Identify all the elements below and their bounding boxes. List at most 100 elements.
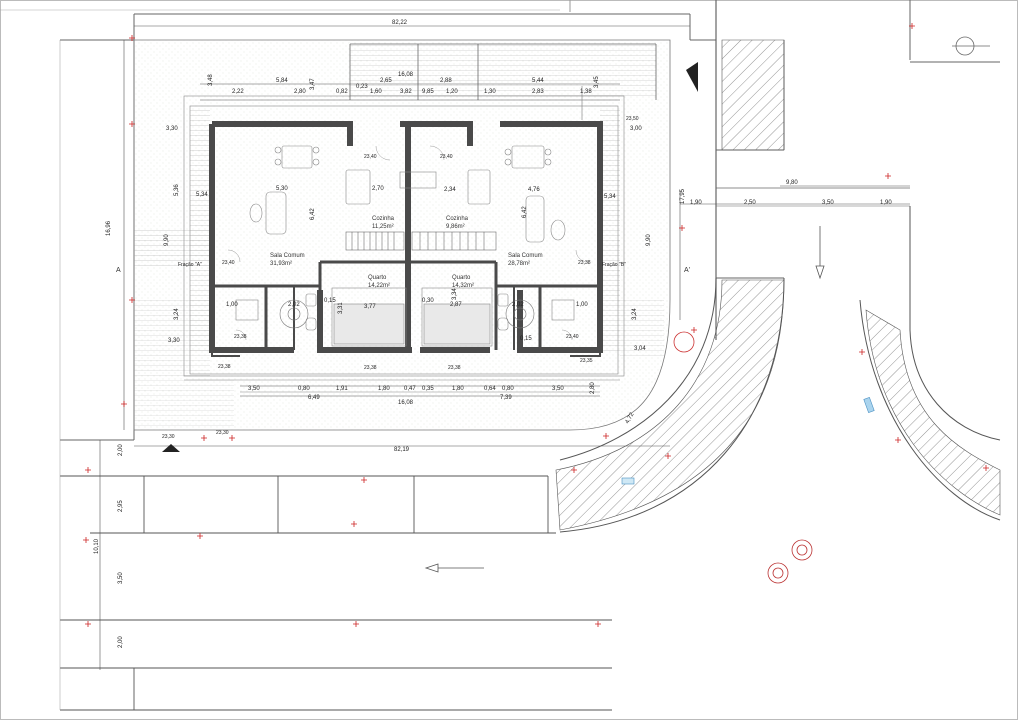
- level-9: 23,40: [364, 154, 377, 160]
- dim-t10: 5,44: [532, 78, 544, 84]
- dim-r1: 1,90: [690, 200, 702, 206]
- dim-i15: 0,15: [520, 336, 532, 342]
- dim-lv2: 2,95: [118, 500, 124, 512]
- survey-point-mark: [121, 401, 127, 407]
- level-7: 23,38: [364, 365, 377, 371]
- dim-i5: 3,77: [364, 304, 376, 310]
- dim-v7: 5,34: [196, 192, 208, 198]
- survey-point-mark: [129, 297, 135, 303]
- dim-t7: 9,85: [422, 89, 434, 95]
- survey-point-mark: [885, 173, 891, 179]
- direction-arrows: [424, 226, 825, 573]
- survey-points: [83, 23, 989, 627]
- parking-left: [134, 380, 234, 430]
- dim-lv5: 2,00: [118, 636, 124, 648]
- room-name-quarto-a: Quarto: [368, 275, 387, 281]
- dim-r3: 3,50: [822, 200, 834, 206]
- survey-point-mark: [129, 121, 135, 127]
- dim-v16: 3,04: [634, 346, 646, 352]
- level-11: 23,38: [234, 334, 247, 340]
- door-swings: [227, 145, 589, 341]
- level-13: 23,50: [626, 116, 639, 122]
- dim-i4: 4,76: [528, 187, 540, 193]
- dim-b1: 3,50: [248, 386, 260, 392]
- dim-v11: 9,90: [164, 234, 170, 246]
- dim-b5: 0,47: [404, 386, 416, 392]
- dim-i6: 2,87: [450, 302, 462, 308]
- dim-v13: 3,24: [174, 308, 180, 320]
- tree-markers: [673, 331, 813, 584]
- level-5: 23,38: [218, 364, 231, 370]
- dim-t1: 2,22: [232, 89, 244, 95]
- dim-v4: 3,30: [166, 126, 178, 132]
- dim-t8: 1,20: [446, 89, 458, 95]
- dim-v5: 3,00: [630, 126, 642, 132]
- room-area-sala-b: 28,78m²: [508, 261, 530, 267]
- dim-v8: 5,34: [604, 194, 616, 200]
- dim-t5: 1,60: [370, 89, 382, 95]
- dim-top-total: 82,22: [392, 20, 408, 26]
- dim-v9: 6,42: [310, 208, 316, 220]
- dim-b13: 3,30: [168, 338, 180, 344]
- section-label-right: A': [684, 267, 690, 274]
- survey-point-mark: [85, 621, 91, 627]
- dim-b3: 1,91: [336, 386, 348, 392]
- room-name-quarto-b: Quarto: [452, 275, 471, 281]
- dim-i12: 2,02: [288, 302, 300, 308]
- utility-box: [621, 477, 635, 485]
- garden-area: [133, 39, 671, 431]
- level-10: 23,40: [440, 154, 453, 160]
- level-4: 23,38: [578, 260, 591, 266]
- survey-point-mark: [85, 467, 91, 473]
- dim-lv3: 10,10: [94, 538, 100, 554]
- fraction-a-label: Fração "A": [178, 262, 202, 268]
- dim-right-total: 9,80: [786, 180, 798, 186]
- dim-v12: 9,90: [646, 234, 652, 246]
- room-name-cozinha-b: Cozinha: [446, 216, 469, 222]
- survey-point-mark: [983, 465, 989, 471]
- top-pergola: [350, 44, 656, 100]
- room-area-sala-a: 31,93m²: [270, 261, 292, 267]
- hatched-sidewalk: [555, 39, 1001, 531]
- dim-i7: 3,31: [338, 302, 344, 314]
- dim-t2: 5,84: [276, 78, 288, 84]
- survey-point-mark: [665, 453, 671, 459]
- dim-b9: 0,80: [502, 386, 514, 392]
- dim-top-inner: 16,08: [398, 72, 414, 78]
- dim-i10: 1,00: [226, 302, 238, 308]
- dim-b14: 2,80: [590, 382, 596, 394]
- section-marker-top: [686, 62, 698, 92]
- room-name-sala-a: Sala Comum: [270, 253, 305, 259]
- room-area-quarto-b: 14,32m²: [452, 283, 474, 289]
- survey-point-mark: [201, 435, 207, 441]
- level-2: 23,30: [216, 430, 229, 436]
- fraction-b-label: Fração "B": [602, 262, 626, 268]
- dim-r2: 2,50: [744, 200, 756, 206]
- room-area-cozinha-a: 11,25m²: [372, 224, 394, 230]
- dim-lv1: 2,00: [118, 444, 124, 456]
- survey-point-mark: [909, 23, 915, 29]
- internal-stairs: [345, 231, 497, 251]
- dim-b12: 7,39: [500, 395, 512, 401]
- dim-diagonal: 4,72: [625, 411, 636, 425]
- dim-bottom-total: 82,19: [394, 447, 410, 453]
- dim-v6: 5,36: [174, 184, 180, 196]
- dim-i11: 1,00: [576, 302, 588, 308]
- dim-b8: 0,64: [484, 386, 496, 392]
- dim-i9: 0,30: [422, 298, 434, 304]
- survey-point-mark: [229, 435, 235, 441]
- survey-point-mark: [679, 225, 685, 231]
- dimension-lines: [99, 25, 910, 670]
- room-area-quarto-a: 14,22m²: [368, 283, 390, 289]
- dim-t15: 0,23: [356, 84, 368, 90]
- dim-i14: 0,15: [324, 298, 336, 304]
- room-name-sala-b: Sala Comum: [508, 253, 543, 259]
- dim-b11: 6,49: [308, 395, 320, 401]
- dim-v2: 3,47: [310, 78, 316, 90]
- dim-t3: 2,80: [294, 89, 306, 95]
- survey-point-mark: [691, 327, 697, 333]
- north-symbol: [952, 36, 990, 56]
- dim-t13: 2,65: [380, 78, 392, 84]
- dim-i8: 3,34: [452, 288, 458, 300]
- room-name-cozinha-a: Cozinha: [372, 216, 395, 222]
